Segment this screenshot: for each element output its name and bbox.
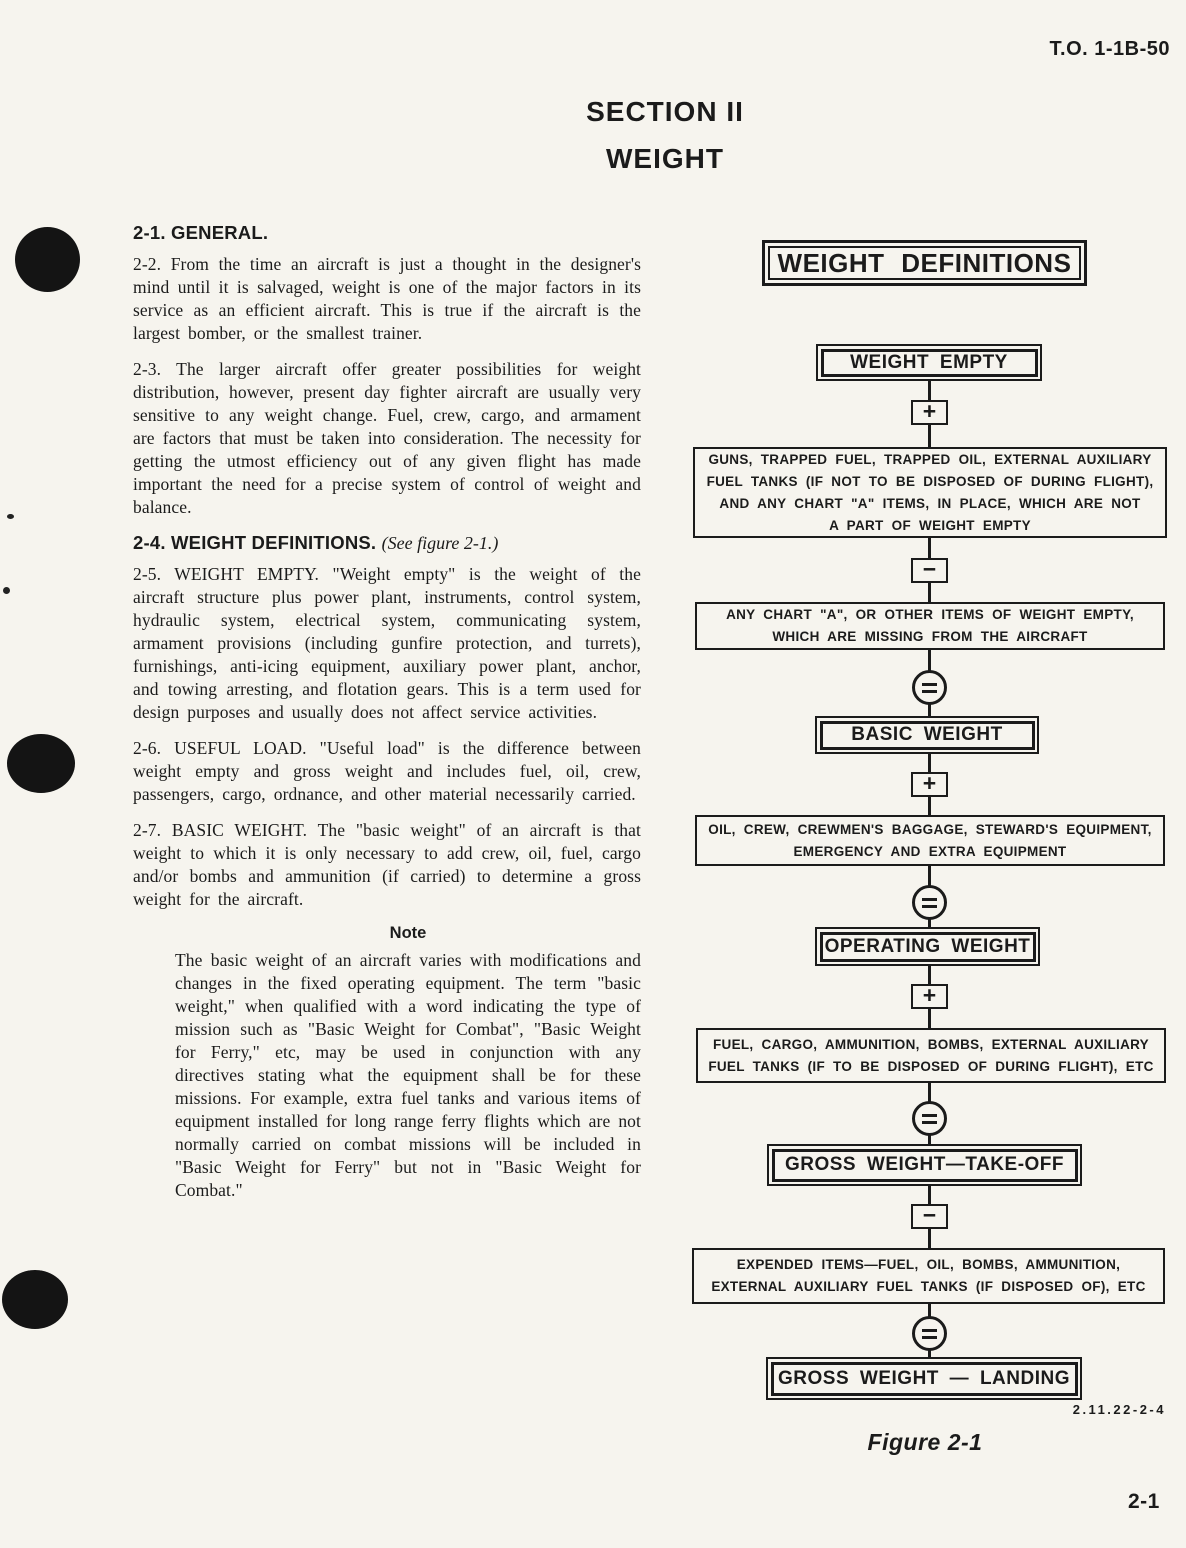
plus-icon: + <box>911 400 948 425</box>
equals-bar <box>922 1328 937 1332</box>
equals-icon <box>912 885 947 920</box>
heading-2-1: 2-1. GENERAL. <box>133 222 269 243</box>
equals-bar <box>922 1113 937 1117</box>
equals-bar <box>922 904 937 908</box>
desc-box-fuel-cargo-text: FUEL, CARGO, AMMUNITION, BOMBS, EXTERNAL… <box>708 1036 1154 1074</box>
equals-bar <box>922 689 937 693</box>
note-body: The basic weight of an aircraft varies w… <box>175 950 641 1200</box>
figure-caption: Figure 2-1 <box>867 1429 983 1455</box>
equals-icon <box>912 670 947 705</box>
text-column: 2-1. GENERAL. 2-2. From the time an airc… <box>133 222 641 1202</box>
paragraph-2-2: 2-2. From the time an aircraft is just a… <box>133 254 641 343</box>
gross-weight-landing-box: GROSS WEIGHT — LANDING <box>766 1357 1082 1400</box>
equals-bar <box>922 1335 937 1339</box>
paragraph-2-7: 2-7. BASIC WEIGHT. The "basic weight" of… <box>133 820 641 909</box>
desc-box-fuel-cargo: FUEL, CARGO, AMMUNITION, BOMBS, EXTERNAL… <box>696 1028 1166 1083</box>
paragraph-2-5: 2-5. WEIGHT EMPTY. "Weight empty" is the… <box>133 564 641 722</box>
desc-box-added-items-text: GUNS, TRAPPED FUEL, TRAPPED OIL, EXTERNA… <box>706 451 1154 533</box>
heading-2-4: 2-4. WEIGHT DEFINITIONS. (See figure 2-1… <box>133 532 641 554</box>
page-number: 2-1 <box>1128 1490 1160 1513</box>
operating-weight-label: OPERATING WEIGHT <box>819 931 1036 962</box>
gross-weight-landing-label: GROSS WEIGHT — LANDING <box>770 1361 1078 1396</box>
note-heading: Note <box>389 924 427 942</box>
paragraph-2-3: 2-3. The larger aircraft offer greater p… <box>133 359 641 517</box>
plus-icon: + <box>911 984 948 1009</box>
equals-icon <box>912 1316 947 1351</box>
paragraph-2-6: 2-6. USEFUL LOAD. "Useful load" is the d… <box>133 738 641 804</box>
weight-empty-box: WEIGHT EMPTY <box>816 344 1042 381</box>
flowchart-title-box: WEIGHT DEFINITIONS <box>762 240 1087 286</box>
equals-bar <box>922 682 937 686</box>
punch-hole <box>2 1270 68 1329</box>
desc-box-missing-items-text: ANY CHART "A", OR OTHER ITEMS OF WEIGHT … <box>726 607 1134 644</box>
scan-speck <box>3 587 10 594</box>
desc-box-missing-items: ANY CHART "A", OR OTHER ITEMS OF WEIGHT … <box>695 602 1165 650</box>
technical-order-number: T.O. 1-1B-50 <box>1049 38 1170 60</box>
minus-icon: − <box>911 1204 948 1229</box>
operating-weight-box: OPERATING WEIGHT <box>815 927 1040 966</box>
desc-box-crew-equipment: OIL, CREW, CREWMEN'S BAGGAGE, STEWARD'S … <box>695 815 1165 866</box>
equals-bar <box>922 1120 937 1124</box>
plus-icon: + <box>911 772 948 797</box>
section-title: WEIGHT <box>606 143 724 174</box>
heading-2-4-figure-ref: (See figure 2-1.) <box>381 533 499 553</box>
desc-box-added-items: GUNS, TRAPPED FUEL, TRAPPED OIL, EXTERNA… <box>693 447 1167 538</box>
heading-2-4-label: 2-4. WEIGHT DEFINITIONS. <box>133 532 377 553</box>
equals-bar <box>922 897 937 901</box>
flowchart-connector-line <box>928 378 931 1360</box>
flowchart-title: WEIGHT DEFINITIONS <box>768 246 1081 280</box>
figure-reference-number: 2.11.22-2-4 <box>1072 1402 1166 1417</box>
basic-weight-label: BASIC WEIGHT <box>819 720 1035 750</box>
punch-hole <box>15 227 80 292</box>
weight-empty-label: WEIGHT EMPTY <box>820 348 1038 377</box>
desc-box-expended-items-text: EXPENDED ITEMS—FUEL, OIL, BOMBS, AMMUNIT… <box>711 1257 1146 1294</box>
gross-weight-takeoff-label: GROSS WEIGHT—TAKE-OFF <box>771 1148 1078 1182</box>
minus-icon: − <box>911 558 948 583</box>
equals-icon <box>912 1101 947 1136</box>
basic-weight-box: BASIC WEIGHT <box>815 716 1039 754</box>
section-heading: SECTION II <box>586 96 744 127</box>
desc-box-expended-items: EXPENDED ITEMS—FUEL, OIL, BOMBS, AMMUNIT… <box>692 1248 1165 1304</box>
desc-box-crew-equipment-text: OIL, CREW, CREWMEN'S BAGGAGE, STEWARD'S … <box>708 821 1152 859</box>
punch-hole <box>7 734 75 793</box>
gross-weight-takeoff-box: GROSS WEIGHT—TAKE-OFF <box>767 1144 1082 1186</box>
scan-speck <box>7 514 14 519</box>
